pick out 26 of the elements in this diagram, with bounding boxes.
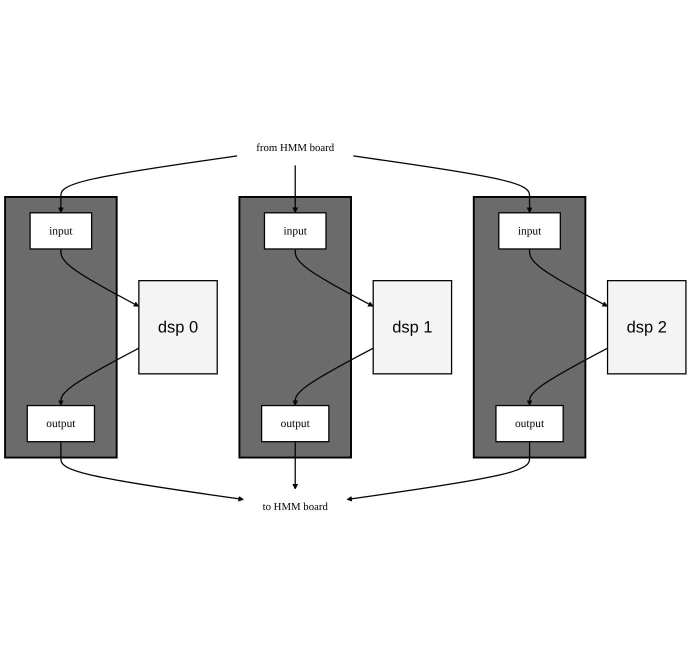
- arrow: [528, 248, 608, 306]
- arrow: [292, 347, 374, 406]
- arrow: [346, 441, 530, 502]
- node-box: dsp 1: [372, 280, 452, 374]
- node-text: from HMM board: [256, 141, 334, 154]
- cluster: [472, 196, 586, 458]
- cluster: [238, 196, 352, 458]
- arrow: [292, 441, 298, 490]
- arrow: [60, 441, 244, 502]
- node-box: input: [498, 212, 561, 250]
- node-box: input: [264, 212, 327, 250]
- node-box: output: [495, 404, 564, 442]
- arrow: [58, 347, 140, 406]
- node-box: dsp 0: [138, 280, 218, 374]
- node-box: dsp 2: [606, 280, 687, 374]
- arrow: [58, 155, 238, 213]
- cluster: [4, 196, 118, 458]
- arrow: [292, 165, 298, 213]
- arrow: [526, 347, 608, 406]
- node-box: output: [26, 404, 96, 442]
- arrow: [294, 248, 374, 306]
- node-text: to HMM board: [262, 500, 328, 512]
- arrow: [60, 248, 140, 306]
- arrow: [353, 155, 532, 213]
- node-box: input: [29, 212, 92, 250]
- node-box: output: [260, 404, 330, 442]
